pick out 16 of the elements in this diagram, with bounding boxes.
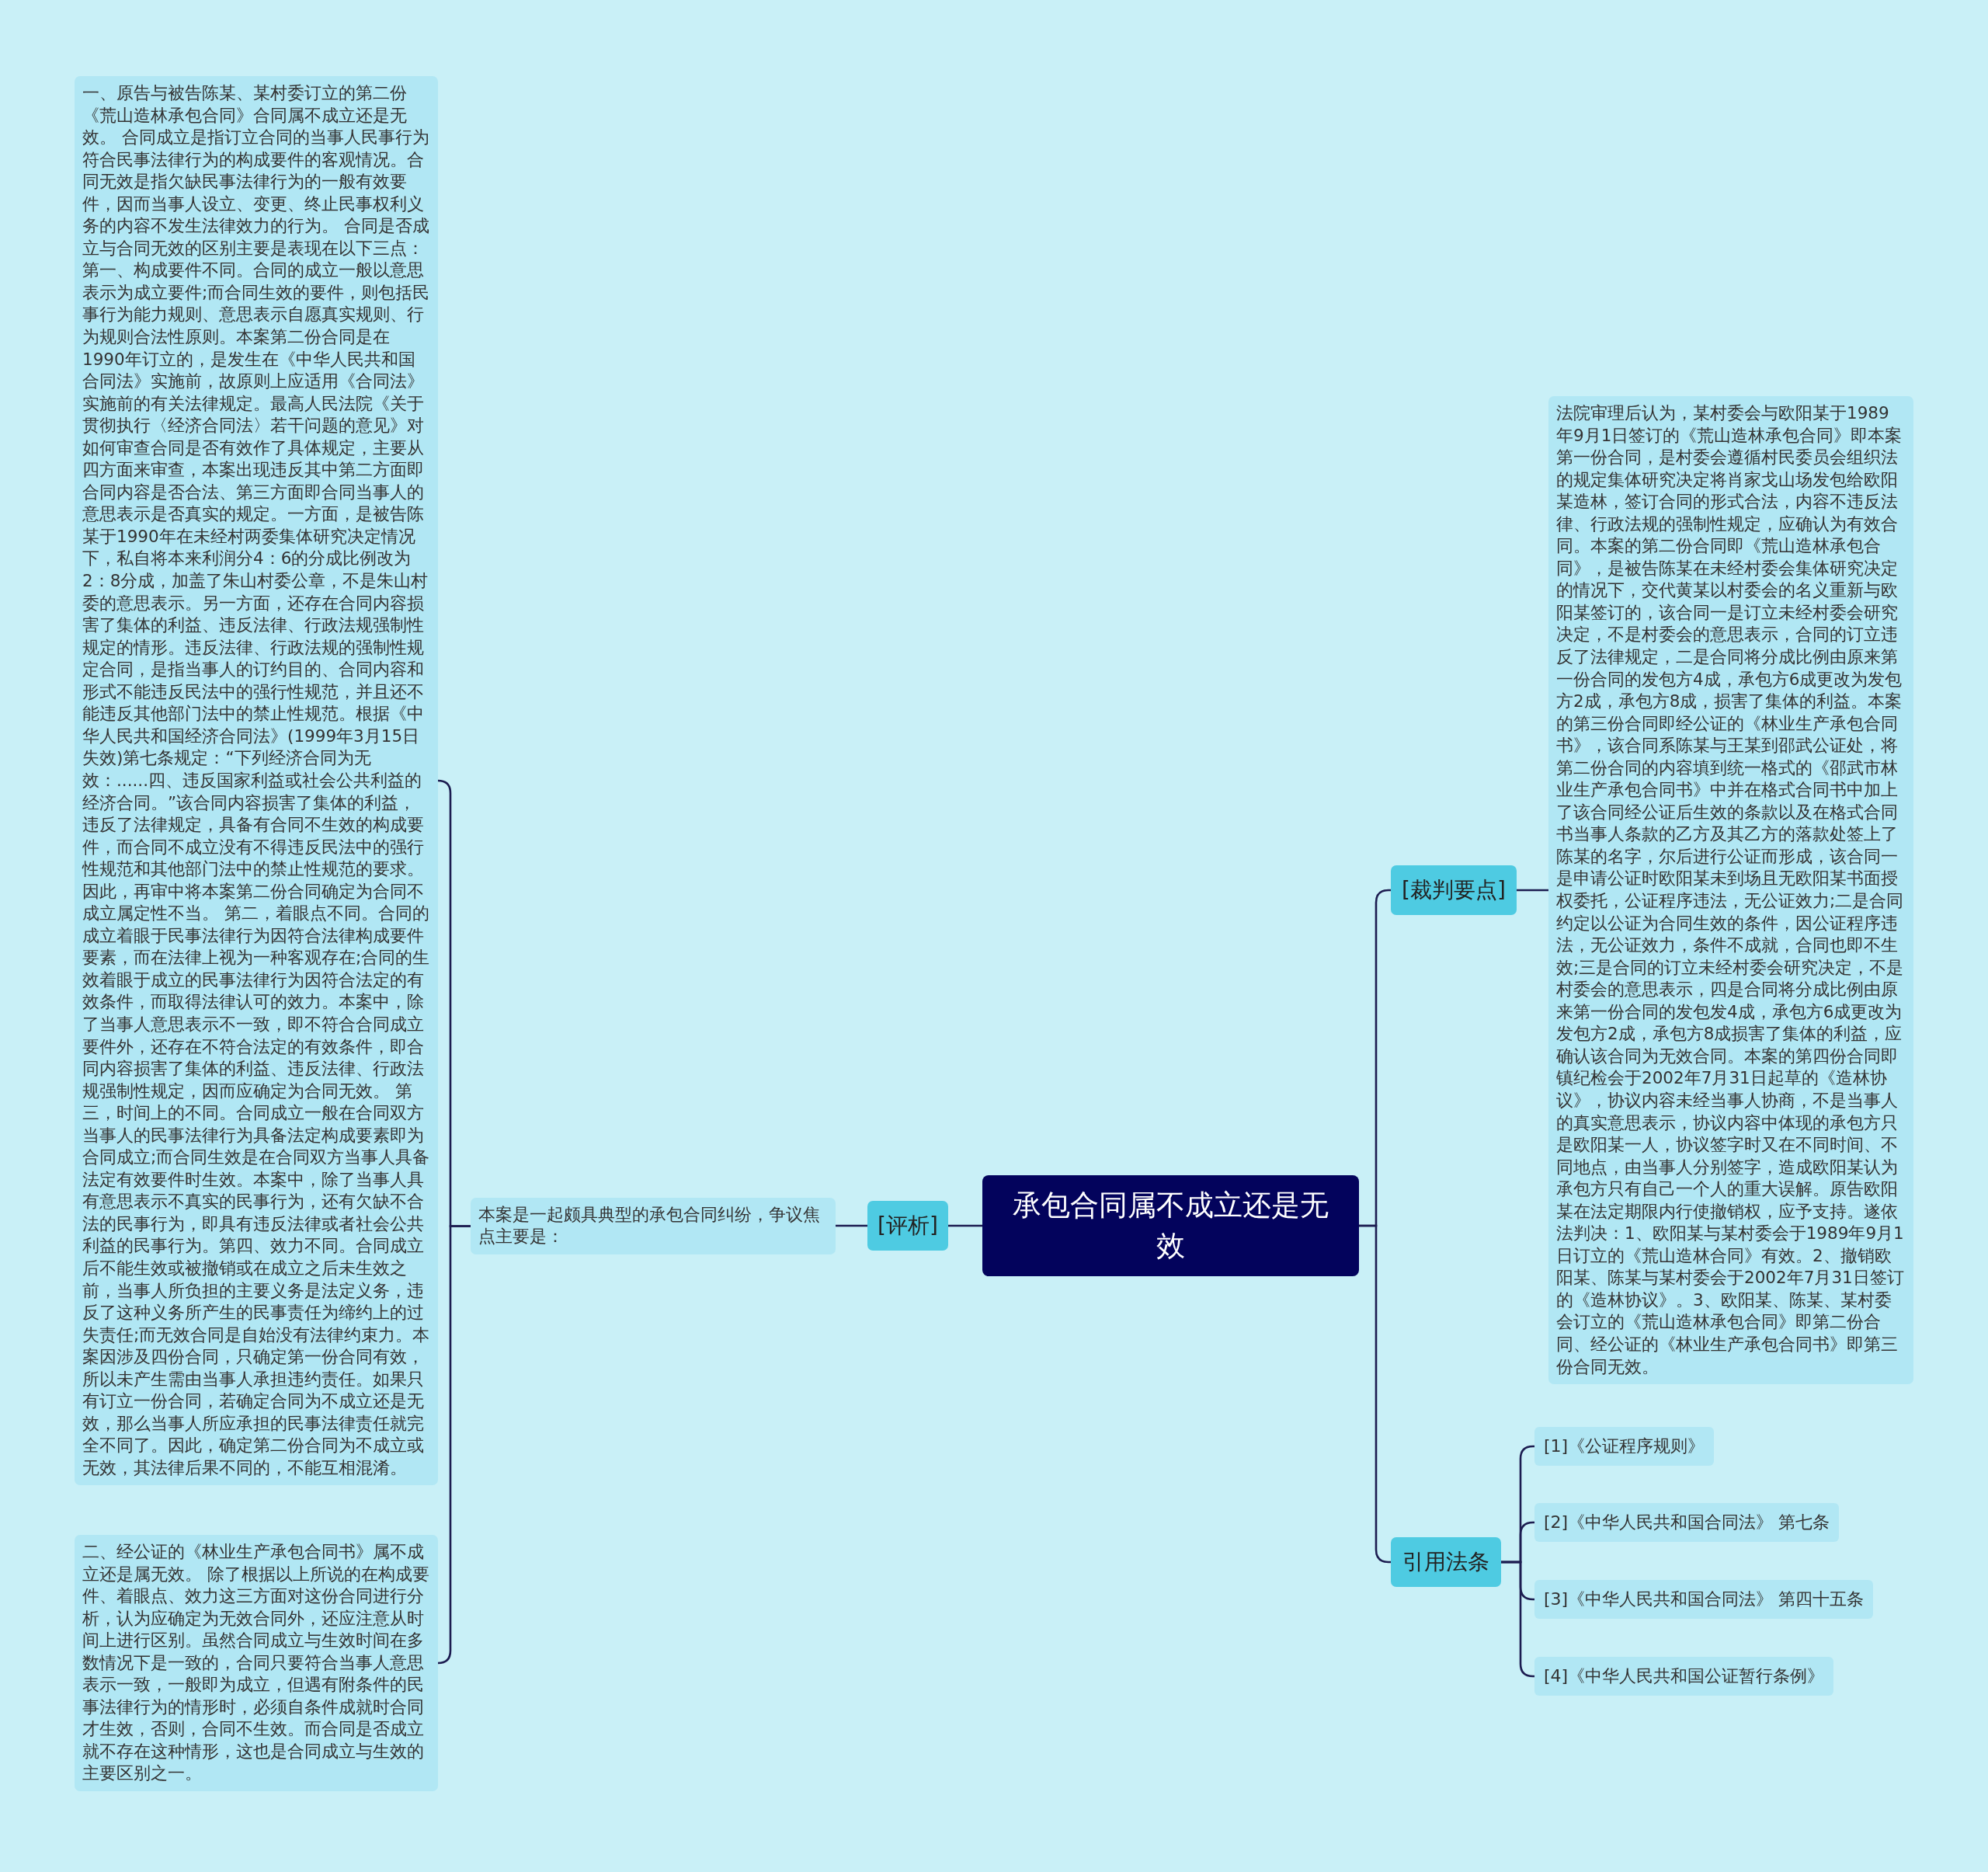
- text-card: 一、原告与被告陈某、某村委订立的第二份《荒山造林承包合同》合同属不成立还是无效。 合同成立是指订立合同的当事人民事行为符合民事法律行为的构成要件的客观情况。合同无效是指欠缺民事法律行为的一般有效要件，因而当事人设立、变更、终止民事权利义务的内容不发生法律效力的行为。 合同是否成立与合同无效的区别主要是表现在以下三点：第一、构成要件不同。合同的成立一般以意思表示为成立要件;而合同生效的要件，则包括民事行为能力规则、意思表示自愿真实规则、行为规则合法性原则。本案第二份合同是在1990年订立的，是发生在《中华人民共和国合同法》实施前，故原则上应适用《合同法》实施前的有关法律规定。最高人民法院《关于贯彻执行〈经济合同法〉若干问题的意见》对如何审查合同是否有效作了具体规定，主要从四方面来审查，本案出现违反其中第二方面即合同内容是否合法、第三方面即合同当事人的意思表示是否真实的规定。一方面，是被告陈某于1990年在未经村两委集体研究决定情况下，私自将本来利润分4：6的分成比例改为2：8分成，加盖了朱山村委公章，不是朱山村委的意思表示。另一方面，还存在合同内容损害了集体的利益、违反法律、行政法规强制性规定的情形。违反法律、行政法规的强制性规定合同，是指当事人的订约目的、合同内容和形式不能违反民法中的强行性规范，并且还不能违反其他部门法中的禁止性规范。根据《中华人民共和国经济合同法》(1999年3月15日失效)第七条规定：“下列经济合同为无效：......四、违反国家利益或社会公共利益的经济合同。”该合同内容损害了集体的利益，违反了法律规定，具备有合同不生效的构成要件，而合同不成立没有不得违反民法中的强行性规范和其他部门法中的禁止性规范的要求。因此，再审中将本案第二份合同确定为合同不成立属定性不当。 第二，着眼点不同。合同的成立着眼于民事法律行为因符合法律构成要件要素，而在法律上视为一种客观存在;合同的生效着眼于成立的民事法律行为因符合法定的有效条件，而取得法律认可的效力。本案中，除了当事人意思表示不一致，即不符合合同成立要件外，还存在不符合法定的有效条件，即合同内容损害了集体的利益、违反法律、行政法规强制性规定，因而应确定为合同无效。 第三，时间上的不同。合同成立一般在合同双方当事人的民事法律行为具备法定构成要素即为合同成立;而合同生效是在合同双方当事人具备法定有效要件时生效。本案中，除了当事人具有意思表示不真实的民事行为，还有欠缺不合法的民事行为，即具有违反法律或者社会公共利益的民事行为。第四、效力不同。合同成立后不能生效或被撤销或在成立之后未生效之前，当事人所负担的主要义务是法定义务，违反了这种义务所产生的民事责任为缔约上的过失责任;而无效合同是自始没有法律约束力。本案因涉及四份合同，只确定第一份合同有效，所以未产生需由当事人承担违约责任。如果只有订立一份合同，若确定合同为不成立还是无效，那么当事人所应承担的民事法律责任就完全不同了。因此，确定第二份合同为不成立或无效，其法律后果不同的，不能互相混淆。: [75, 76, 438, 1486]
- text-card: 本案是一起颇具典型的承包合同纠纷，争议焦点主要是：: [471, 1197, 836, 1254]
- branch-label-box: 引用法条: [1391, 1537, 1501, 1587]
- citation-box: [3]《中华人民共和国合同法》 第四十五条: [1534, 1580, 1874, 1619]
- central-topic-box: 承包合同属不成立还是无效: [982, 1175, 1359, 1276]
- citation-box: [1]《公证程序规则》: [1534, 1427, 1715, 1466]
- citation-box: [2]《中华人民共和国合同法》 第七条: [1534, 1503, 1840, 1542]
- connector-line: [436, 1225, 471, 1665]
- text-card: 法院审理后认为，某村委会与欧阳某于1989年9月1日签订的《荒山造林承包合同》即本案第一份合同，是村委会遵循村民委员会组织法的规定集体研究决定将肖家戈山场发包给欧阳某造林，签订合同的形式合法，内容不违反法律、行政法规的强制性规定，应确认为有效合同。本案的第二份合同即《荒山造林承包合同》，是被告陈某在未经村委会集体研究决定的情况下，交代黄某以村委会的名义重新与欧阳某签订的，该合同一是订立未经村委会研究决定，不是村委会的意思表示，合同的订立违反了法律规定，二是合同将分成比例由原来第一份合同的发包方4成，承包方6成更改为发包方2成，承包方8成，损害了集体的利益。本案的第三份合同即经公证的《林业生产承包合同书》，该合同系陈某与王某到邵武公证处，将第二份合同的内容填到统一格式的《邵武市林业生产承包合同书》中并在格式合同书中加上了该合同经公证后生效的条款以及在格式合同书当事人条款的乙方及其乙方的落款处签上了陈某的名字，尔后进行公证而形成，该合同一是申请公证时欧阳某未到场且无欧阳某书面授权委托，公证程序违法，无公证效力;二是合同约定以公证为合同生效的条件，因公证程序违法，无公证效力，条件不成就，合同也即不生效;三是合同的订立未经村委会研究决定，不是村委会的意思表示，四是合同将分成比例由原来第一份合同的发包发4成，承包方6成更改为发包方2成，承包方8成损害了集体的利益，应确认该合同为无效合同。本案的第四份合同即镇纪检会于2002年7月31日起草的《造林协议》，协议内容未经当事人协商，不是当事人的真实意思表示，协议内容中体现的承包方只是欧阳某一人，协议签字时又在不同时间、不同地点，由当事人分别签字，造成欧阳某认为承包方只有自己一个人的重大误解。原告欧阳某在法定期限内行使撤销权，应予支持。遂依法判决：1、欧阳某与某村委会于1989年9月1日订立的《荒山造林合同》有效。2、撤销欧阳某、陈某与某村委会于2002年7月31日签订的《造林协议》。3、欧阳某、陈某、某村委会订立的《荒山造林承包合同》即第二份合同、经公证的《林业生产承包合同书》即第三份合同无效。: [1548, 396, 1913, 1385]
- citation-box: [4]《中华人民共和国公证暂行条例》: [1534, 1657, 1834, 1696]
- connector-line: [1517, 889, 1548, 892]
- branch-label-box: [裁判要点]: [1391, 865, 1517, 915]
- connector-line: [948, 1224, 982, 1227]
- text-card: 二、经公证的《林业生产承包合同书》属不成立还是属无效。 除了根据以上所说的在构成要件、着眼点、效力这三方面对这份合同进行分析，认为应确定为无效合同外，还应注意从时间上进行区别。虽然合同成立与生效时间在多数情况下是一致的，合同只要符合当事人意思表示一致，一般即为成立，但遇有附条件的民事法律行为的情形时，必须自条件成就时合同才生效，否则，合同不生效。而合同是否成立就不存在这种情形，这也是合同成立与生效的主要区别之一。: [75, 1535, 438, 1791]
- branch-label-box: [评析]: [867, 1201, 948, 1251]
- connector-line: [836, 1224, 867, 1227]
